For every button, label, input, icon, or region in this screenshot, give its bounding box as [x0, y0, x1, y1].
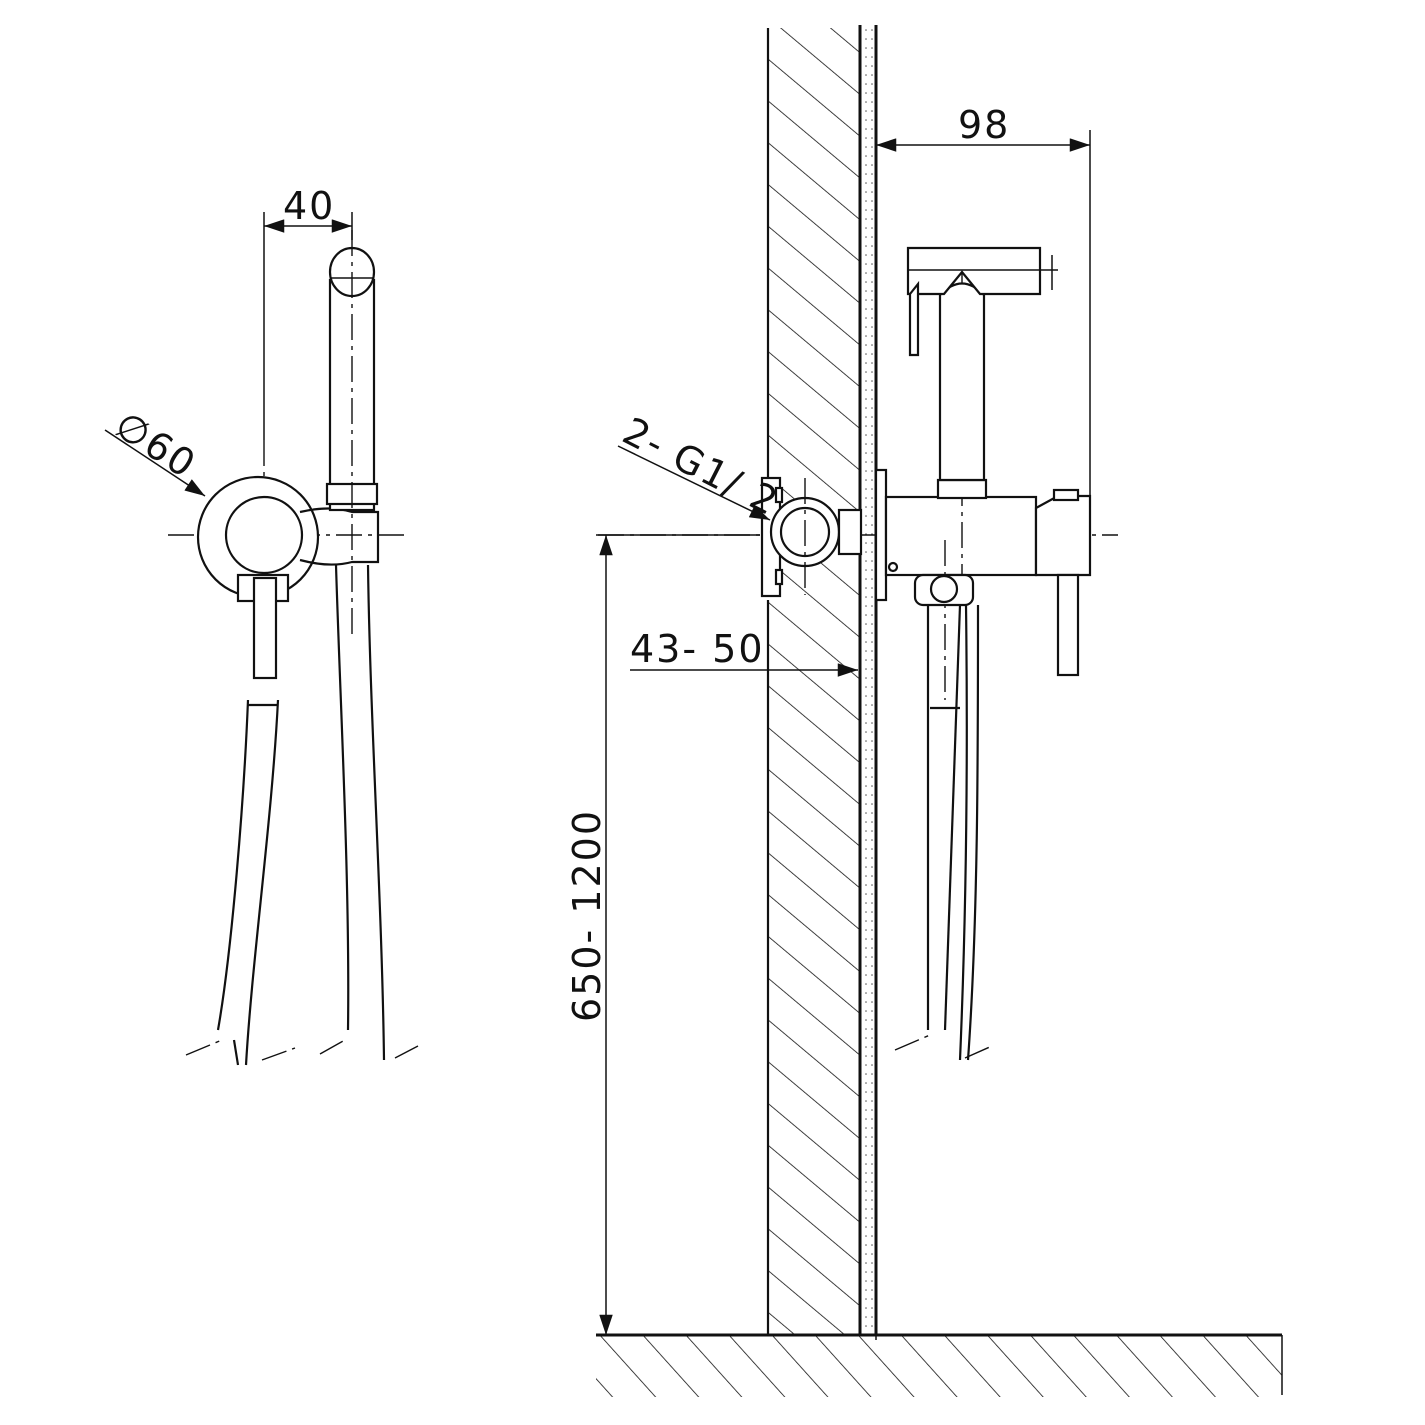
- lever: [252, 576, 278, 680]
- dim-98-label: 98: [958, 103, 1010, 147]
- dim-diameter-label: ∅60: [107, 403, 204, 488]
- side-lever: [1056, 573, 1080, 677]
- dim-thread-label: 2- G1/ 2: [616, 409, 786, 525]
- mixer-body: [884, 495, 1038, 577]
- dim-recess-label: 43- 50: [630, 627, 765, 671]
- side-view: 98 2- G1/ 2 43- 50 650- 1200: [565, 25, 1283, 1397]
- dim-height-label: 650- 1200: [565, 809, 609, 1022]
- dim-40-label: 40: [283, 184, 335, 228]
- valve-body: [224, 495, 304, 575]
- front-view: 40 ∅60: [104, 184, 419, 1066]
